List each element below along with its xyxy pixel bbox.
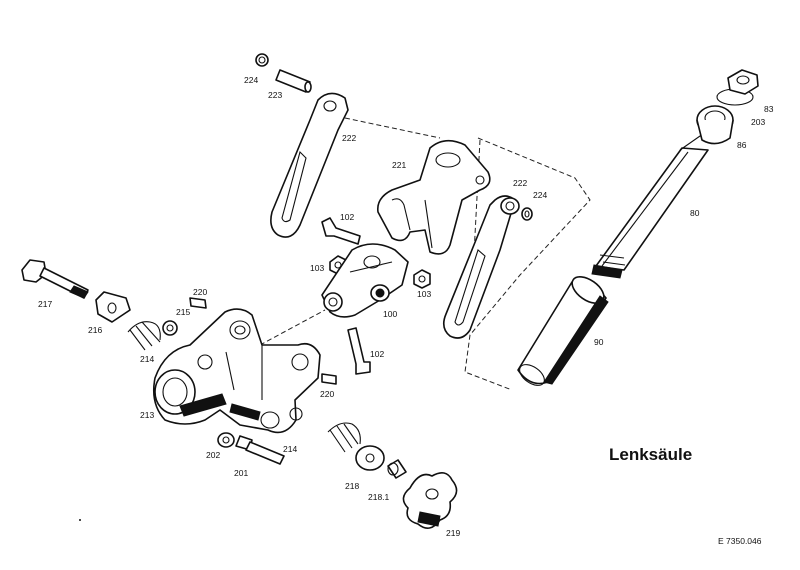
bearing-86 — [696, 105, 734, 145]
knob-219 — [402, 472, 458, 529]
part-labels: 224 223 222 221 222 224 102 103 100 103 … — [38, 75, 774, 538]
label-102-upper: 102 — [340, 212, 354, 222]
pin-223 — [275, 69, 312, 93]
label-203: 203 — [751, 117, 765, 127]
label-217: 217 — [38, 299, 52, 309]
pin-220-top — [189, 297, 207, 309]
label-224-top: 224 — [244, 75, 258, 85]
tube-90 — [517, 276, 609, 386]
sleeve-218-1 — [387, 459, 407, 479]
label-214-left: 214 — [140, 354, 154, 364]
bolt-217 — [21, 259, 89, 299]
label-218: 218 — [345, 481, 359, 491]
label-86: 86 — [737, 140, 747, 150]
label-100: 100 — [383, 309, 397, 319]
plate-216 — [95, 291, 131, 323]
label-220-top: 220 — [193, 287, 207, 297]
assembly-guide-lines — [259, 117, 591, 391]
nut-103-right — [413, 269, 431, 289]
lever-222-left — [270, 92, 349, 238]
clip-214-right — [327, 422, 361, 453]
bolt-102-upper — [321, 217, 361, 245]
clip-214-left — [127, 321, 161, 351]
nut-83 — [727, 69, 759, 95]
label-103-left: 103 — [310, 263, 324, 273]
label-83: 83 — [764, 104, 774, 114]
label-222-right: 222 — [513, 178, 527, 188]
drawing-code: E 7350.046 — [718, 536, 762, 546]
label-222-left: 222 — [342, 133, 356, 143]
label-80: 80 — [690, 208, 700, 218]
diagram-title: Lenksäule — [609, 445, 692, 464]
label-214-right: 214 — [283, 444, 297, 454]
lever-222-right — [442, 195, 520, 339]
label-216: 216 — [88, 325, 102, 335]
label-201: 201 — [234, 468, 248, 478]
label-223: 223 — [268, 90, 282, 100]
label-102-lower: 102 — [370, 349, 384, 359]
label-218-1: 218.1 — [368, 492, 390, 502]
label-219: 219 — [446, 528, 460, 538]
universal-joint-100 — [321, 243, 409, 318]
washer-218 — [355, 445, 385, 471]
label-221: 221 — [392, 160, 406, 170]
label-215: 215 — [176, 307, 190, 317]
column-shaft-80 — [591, 135, 713, 279]
washer-215 — [162, 320, 178, 336]
housing-213 — [152, 308, 321, 434]
bolt-201 — [235, 435, 285, 465]
ring-224-top — [255, 53, 269, 67]
washer-202 — [217, 432, 235, 448]
label-213: 213 — [140, 410, 154, 420]
label-220-bottom: 220 — [320, 389, 334, 399]
pin-220-bottom — [321, 373, 337, 385]
label-103-right: 103 — [417, 289, 431, 299]
bolt-102-lower — [347, 327, 371, 375]
label-202: 202 — [206, 450, 220, 460]
label-90: 90 — [594, 337, 604, 347]
label-224-right: 224 — [533, 190, 547, 200]
speck — [79, 519, 81, 521]
ring-224-right — [521, 207, 533, 221]
fork-221 — [376, 139, 491, 255]
